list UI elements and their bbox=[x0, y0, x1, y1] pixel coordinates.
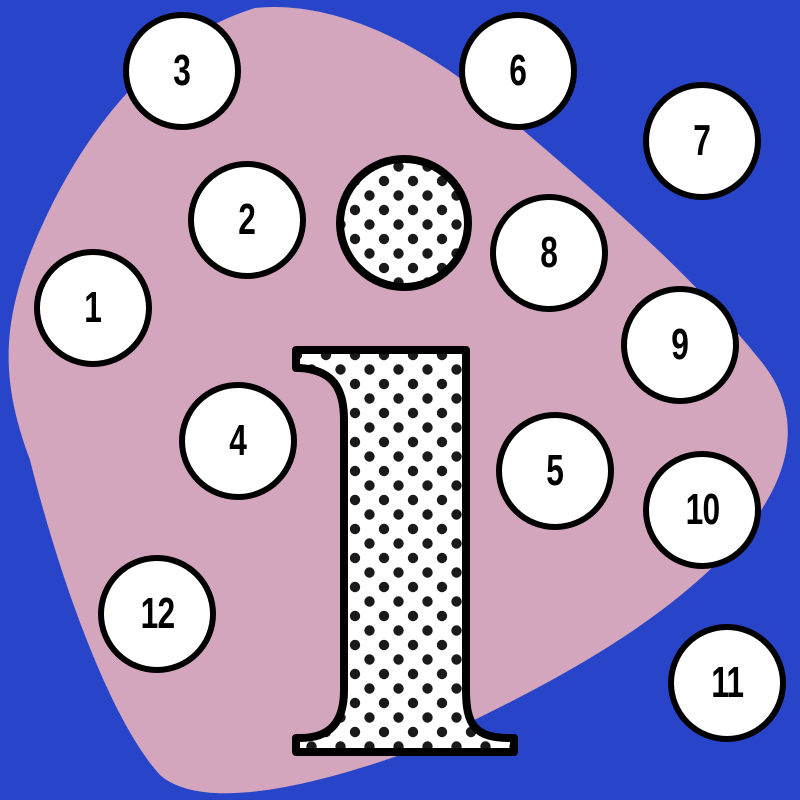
badge-2[interactable]: 2 bbox=[188, 161, 306, 279]
badge-8[interactable]: 8 bbox=[490, 194, 608, 312]
badge-3[interactable]: 3 bbox=[123, 12, 241, 130]
badge-label: 11 bbox=[710, 658, 744, 707]
badge-label: 6 bbox=[509, 46, 528, 95]
badge-5[interactable]: 5 bbox=[496, 412, 614, 530]
badge-label: 7 bbox=[693, 116, 712, 165]
badge-1[interactable]: 1 bbox=[34, 249, 152, 367]
badge-6[interactable]: 6 bbox=[459, 12, 577, 130]
badge-label: 5 bbox=[546, 446, 565, 495]
info-dot-circle bbox=[336, 155, 472, 291]
badge-4[interactable]: 4 bbox=[179, 382, 297, 500]
badge-label: 12 bbox=[140, 589, 175, 638]
info-stem bbox=[292, 346, 518, 756]
badge-label: 10 bbox=[685, 485, 720, 534]
badge-12[interactable]: 12 bbox=[98, 555, 216, 673]
badge-label: 9 bbox=[671, 320, 690, 369]
badge-label: 4 bbox=[229, 416, 248, 465]
badge-label: 8 bbox=[540, 228, 559, 277]
badge-7[interactable]: 7 bbox=[643, 82, 761, 200]
badge-label: 1 bbox=[84, 283, 103, 332]
badge-11[interactable]: 11 bbox=[668, 624, 786, 742]
badge-10[interactable]: 10 bbox=[643, 451, 761, 569]
badge-label: 3 bbox=[173, 46, 192, 95]
badge-9[interactable]: 9 bbox=[621, 286, 739, 404]
badge-label: 2 bbox=[238, 195, 257, 244]
